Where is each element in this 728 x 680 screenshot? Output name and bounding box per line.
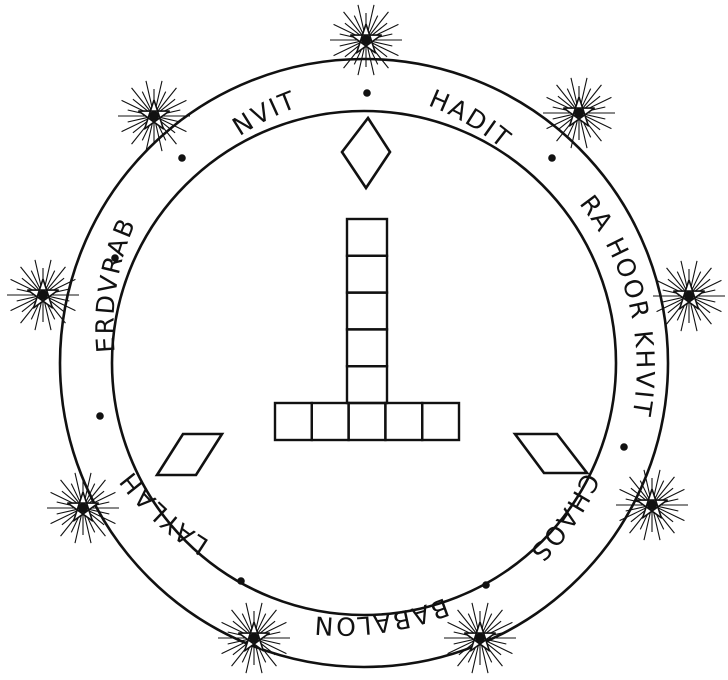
name-chaos: CHAOS <box>524 469 605 568</box>
divider-dot <box>620 443 628 451</box>
svg-text:RA HOOR KHVIT: RA HOOR KHVIT <box>574 190 660 420</box>
tau-cell-horizontal <box>385 403 422 440</box>
star-icon <box>543 78 615 148</box>
star-icon <box>444 603 516 673</box>
divider-dot <box>178 154 186 162</box>
divider-dot <box>111 254 119 262</box>
tau-cell-horizontal <box>349 403 386 440</box>
svg-text:BABALON: BABALON <box>312 592 453 641</box>
tau-cell-horizontal <box>312 403 349 440</box>
tau-cell-horizontal <box>422 403 459 440</box>
diamond-left <box>157 434 222 475</box>
tau-cell-vertical <box>347 256 387 293</box>
svg-text:CHAOS: CHAOS <box>524 469 605 568</box>
star-icon <box>218 603 290 673</box>
tau-cross <box>275 219 459 440</box>
name-laylah: LAYLAH <box>113 465 213 560</box>
divider-dot <box>237 577 245 585</box>
outer-ring <box>60 59 668 667</box>
tau-cell-vertical <box>347 219 387 256</box>
name-ra-hoor-khuit: RA HOOR KHVIT <box>574 190 660 420</box>
star-icon <box>7 260 79 330</box>
star-icon <box>330 5 402 75</box>
name-hadit: HADIT <box>425 84 517 154</box>
star-icon <box>118 81 190 151</box>
divider-dot <box>482 581 490 589</box>
svg-text:HADIT: HADIT <box>425 84 517 154</box>
tau-cell-vertical <box>347 366 387 403</box>
diamond-right <box>515 434 587 473</box>
svg-text:LAYLAH: LAYLAH <box>113 465 213 560</box>
svg-text:PERDVRABO: PERDVRABO <box>0 0 141 354</box>
divider-dot <box>96 412 104 420</box>
tau-cell-vertical <box>347 293 387 330</box>
star-icon <box>616 470 688 540</box>
star-icon <box>47 473 119 543</box>
divider-dot <box>548 154 556 162</box>
divider-dot <box>363 89 371 97</box>
diamond-top <box>342 118 390 188</box>
tau-cell-vertical <box>347 329 387 366</box>
name-babalon: BABALON <box>312 592 453 641</box>
tau-cell-horizontal <box>275 403 312 440</box>
name-perdurabo: PERDVRABO <box>0 0 141 354</box>
